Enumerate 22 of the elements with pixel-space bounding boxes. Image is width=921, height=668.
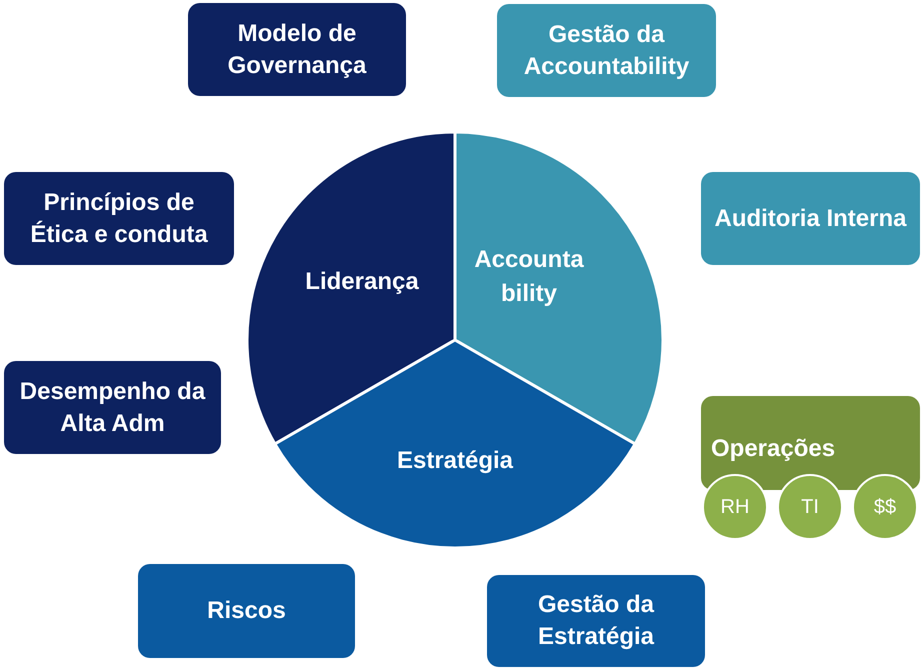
- slice-label: Liderança: [304, 267, 420, 297]
- box-label: Modelo de Governança: [226, 18, 368, 80]
- box-label: Gestão da Accountability: [522, 20, 690, 82]
- category-box: [701, 396, 920, 490]
- badge-label: $$: [874, 496, 896, 518]
- category-box: [138, 564, 355, 658]
- box-label: Auditoria Interna: [714, 204, 906, 234]
- category-box: [487, 575, 705, 667]
- box-label: Princípios de Ética e conduta: [29, 188, 209, 250]
- category-box: [188, 3, 406, 96]
- badge-label: TI: [801, 496, 819, 518]
- category-box: [4, 172, 234, 265]
- box-label: Operações: [711, 434, 836, 464]
- slice-label: Estratégia: [396, 446, 514, 476]
- box-label: Desempenho da Alta Adm: [18, 376, 206, 438]
- badge-label: RH: [720, 496, 750, 518]
- slice-label: Accounta bility: [474, 245, 584, 309]
- box-label: Riscos: [207, 596, 286, 626]
- category-box: [4, 361, 221, 454]
- category-box: [497, 4, 716, 97]
- category-box: [701, 172, 920, 265]
- box-label: Gestão da Estratégia: [536, 590, 656, 652]
